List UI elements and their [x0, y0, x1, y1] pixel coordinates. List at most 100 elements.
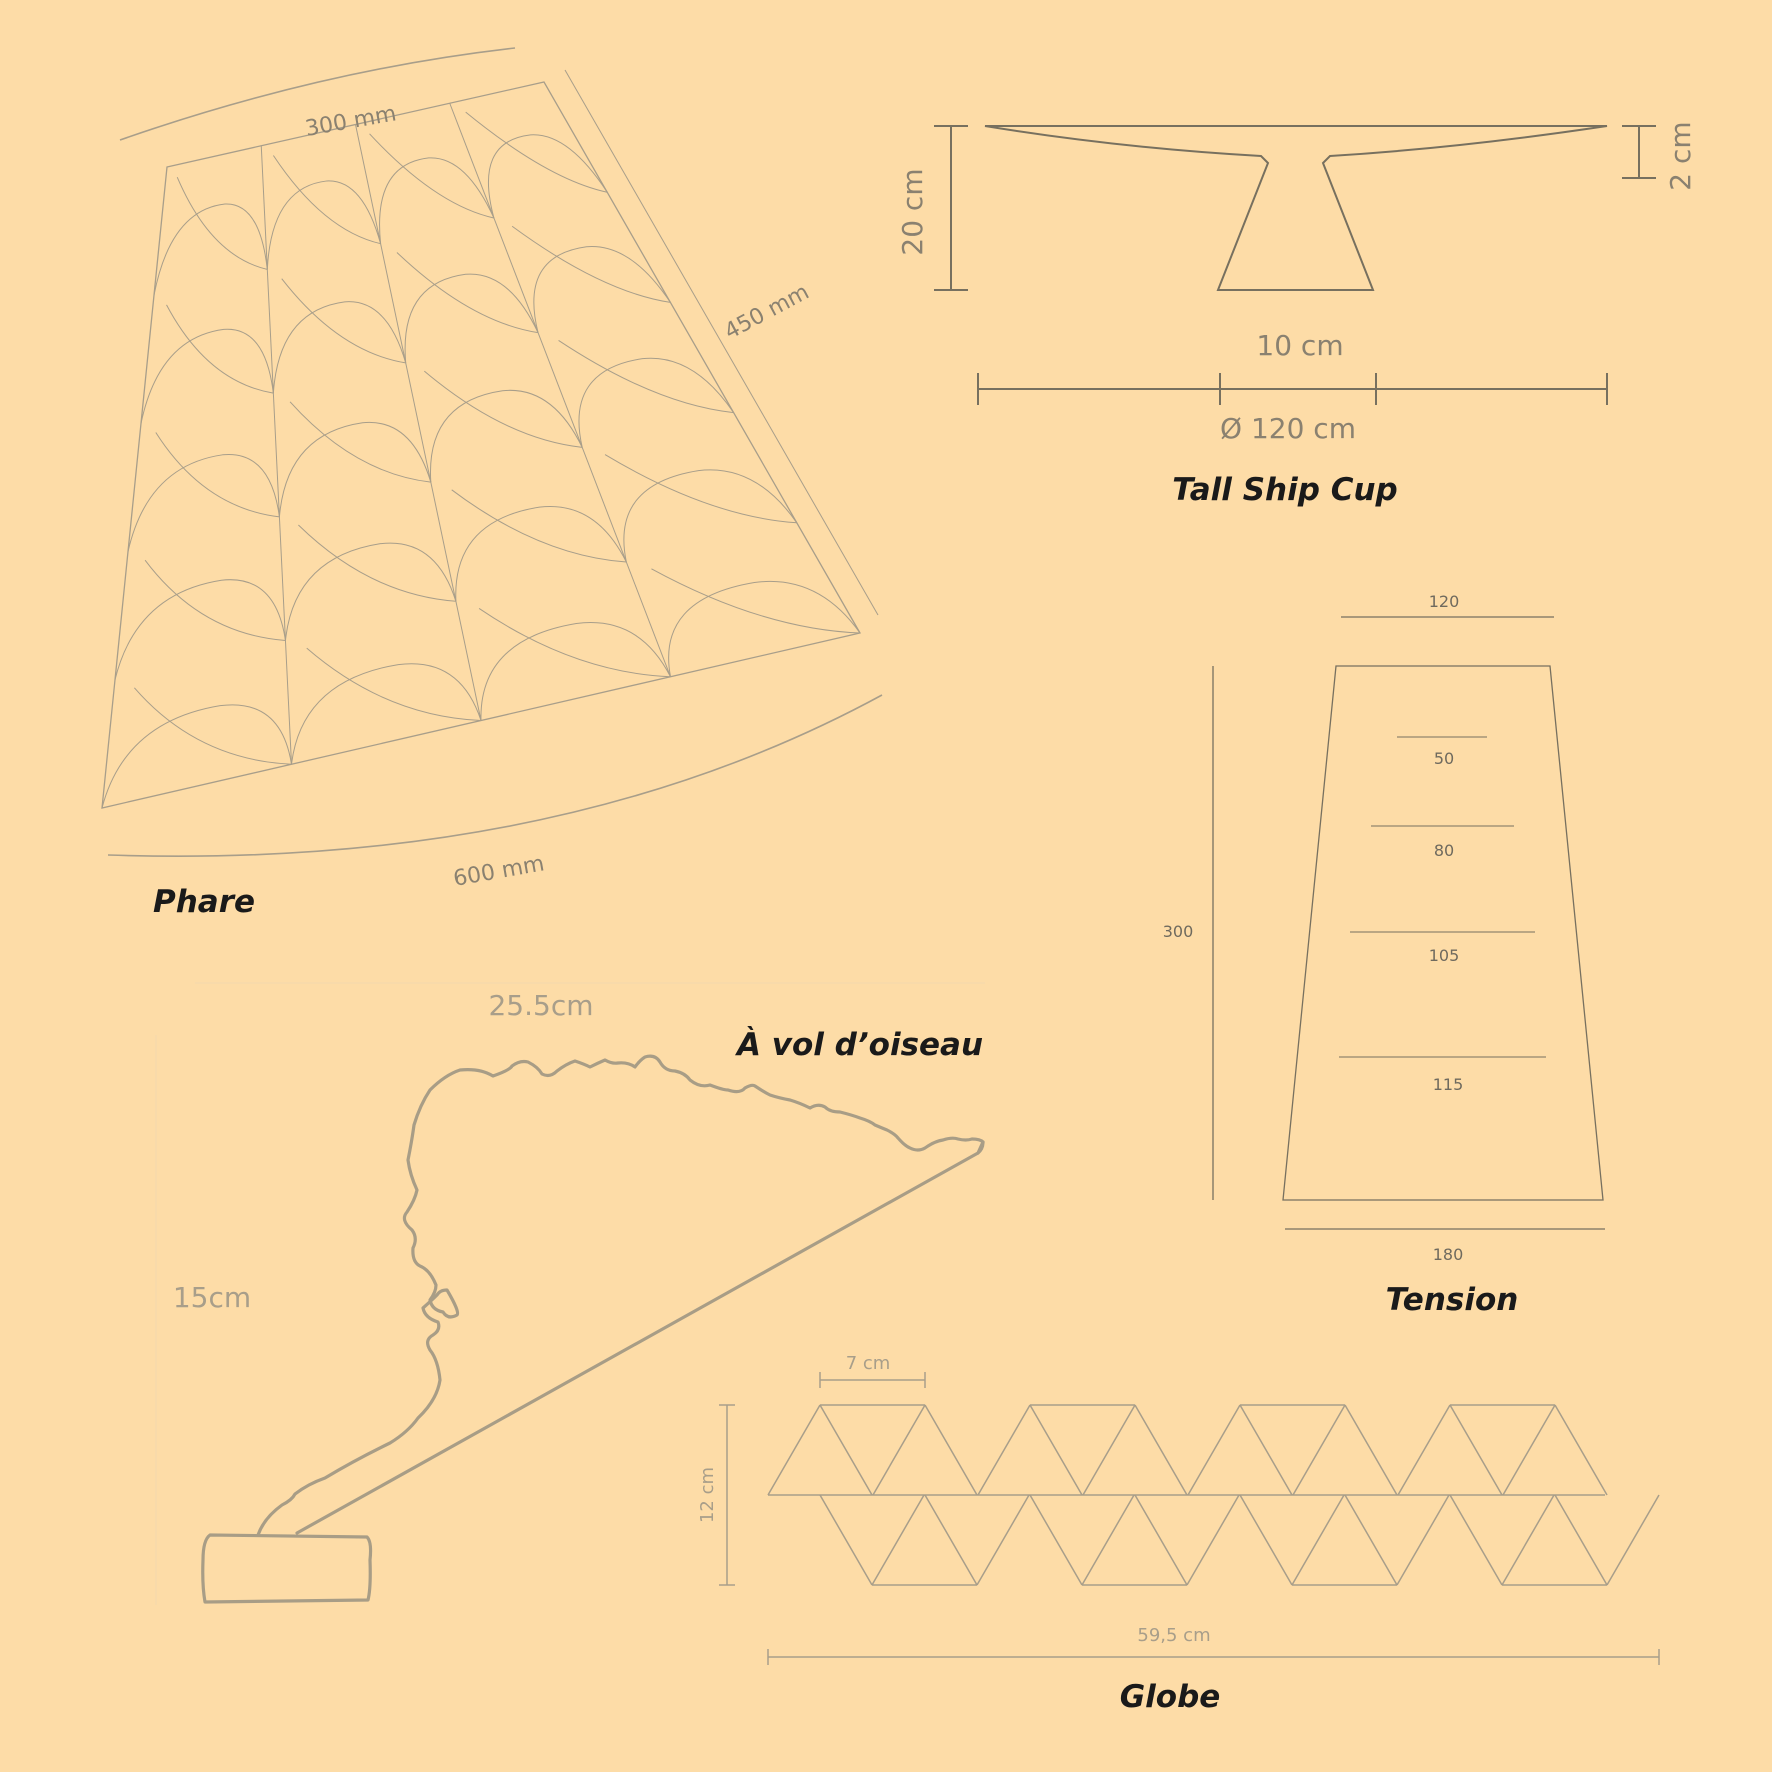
tension-trapezoid — [1282, 665, 1604, 1201]
phare-fin-curve — [396, 252, 539, 334]
globe-triangle-net — [767, 1404, 1660, 1586]
phare-fin — [284, 542, 457, 641]
vol-oiseau-drawing: 25.5cm 15cm À vol d’oiseau — [155, 982, 985, 1605]
phare-fin-curve — [604, 454, 797, 524]
globe-net-edge — [1292, 1404, 1346, 1496]
cup-dim-height: 20 cm — [896, 168, 929, 255]
globe-net-edge — [924, 1494, 978, 1586]
phare-fin-curve — [166, 304, 274, 394]
globe-net-edge — [1134, 1494, 1188, 1586]
globe-net-edge — [1501, 1494, 1555, 1586]
tension-title: Tension — [1386, 1282, 1519, 1318]
phare-fin-curve — [134, 687, 292, 765]
globe-net-edge — [924, 1404, 978, 1496]
phare-fin — [455, 505, 627, 602]
globe-net-edge — [1502, 1404, 1556, 1496]
globe-net-edge — [1344, 1494, 1398, 1586]
tension-drawing: 120 300 180 50 80 105 115 Tension — [1163, 592, 1605, 1318]
globe-net-edge — [1029, 1404, 1083, 1496]
tension-dim-top: 120 — [1429, 592, 1460, 611]
globe-net-edge — [1082, 1404, 1136, 1496]
coastline-silhouette — [256, 1054, 985, 1537]
phare-fin-curve — [651, 568, 861, 634]
phare-fin — [127, 454, 280, 552]
phare-fin-curve — [289, 401, 431, 483]
globe-net-edge — [767, 1404, 821, 1496]
phare-top-arc — [119, 47, 516, 141]
phare-fin — [266, 180, 382, 270]
phare-fin-curve — [478, 608, 671, 678]
globe-net-edge — [1449, 1404, 1503, 1496]
phare-fin — [272, 301, 407, 394]
globe-net-edge — [872, 1404, 926, 1496]
tension-level-1: 50 — [1434, 749, 1454, 768]
phare-bottom-arc — [107, 694, 883, 857]
phare-fin-curve — [298, 524, 456, 602]
globe-drawing: 7 cm 12 cm 59,5 cm Globe — [697, 1353, 1660, 1715]
phare-fin — [114, 579, 286, 680]
globe-net-edge — [871, 1494, 925, 1586]
vol-oiseau-dim-width: 25.5cm — [488, 989, 593, 1022]
phare-fin — [480, 622, 671, 721]
globe-dim-height: 12 cm — [697, 1467, 718, 1523]
globe-net-edge — [1554, 1494, 1608, 1586]
phare-fin-curve — [272, 155, 381, 245]
phare-fin-curve — [511, 225, 671, 303]
phare-fin — [278, 421, 432, 517]
phare-fin — [533, 246, 671, 333]
globe-net-edge — [1291, 1494, 1345, 1586]
phare-drawing: 300 mm 450 mm 600 mm Phare — [101, 47, 883, 920]
vol-oiseau-dim-height: 15cm — [173, 1281, 251, 1314]
phare-division-line — [449, 103, 671, 677]
phare-fin-curve — [423, 370, 583, 448]
cup-dim-diameter: Ø 120 cm — [1220, 412, 1356, 445]
cup-profile — [984, 125, 1608, 291]
phare-dim-top: 300 mm — [303, 101, 398, 142]
globe-net-edge — [1134, 1404, 1188, 1496]
phare-outline — [101, 81, 861, 809]
phare-fin-curve — [306, 647, 482, 721]
globe-net-edge — [1239, 1404, 1293, 1496]
globe-net-edge — [1186, 1494, 1240, 1586]
phare-dim-bottom: 600 mm — [451, 851, 546, 892]
phare-fin-curve — [155, 432, 280, 518]
globe-net-edge — [1606, 1494, 1660, 1586]
tall-ship-cup-drawing: 20 cm 2 cm 10 cm Ø 120 cm Tall Ship Cup — [896, 121, 1697, 508]
phare-fin — [429, 389, 583, 483]
phare-side-dim-line — [564, 69, 879, 616]
phare-fin — [487, 134, 608, 219]
globe-net-edge — [1344, 1404, 1398, 1496]
phare-fin — [379, 157, 495, 244]
cup-dim-rim: 2 cm — [1664, 121, 1697, 190]
phare-fin-pattern — [101, 103, 861, 809]
phare-fin — [140, 328, 274, 424]
phare-fin-curve — [451, 489, 627, 563]
globe-net-edge — [1187, 1404, 1241, 1496]
globe-net-edge — [819, 1404, 873, 1496]
globe-dim-width: 59,5 cm — [1137, 1625, 1210, 1646]
phare-fin — [153, 203, 268, 296]
tension-dim-height: 300 — [1163, 922, 1194, 941]
globe-net-edge — [976, 1494, 1030, 1586]
globe-net-edge — [1239, 1494, 1293, 1586]
phare-division-line — [355, 124, 482, 721]
globe-net-edge — [1554, 1404, 1608, 1496]
phare-fin — [668, 581, 861, 677]
vol-oiseau-title: À vol d’oiseau — [734, 1027, 983, 1063]
globe-net-edge — [1029, 1494, 1083, 1586]
phare-fin — [404, 273, 539, 363]
tension-level-4: 115 — [1433, 1075, 1464, 1094]
globe-dim-triangle: 7 cm — [846, 1353, 891, 1374]
globe-net-edge — [1449, 1494, 1503, 1586]
globe-net-edge — [1396, 1494, 1450, 1586]
phare-fin — [623, 469, 798, 563]
phare-fin-curve — [281, 278, 406, 364]
phare-division-line — [260, 145, 292, 765]
phare-fin-curve — [465, 111, 608, 193]
stand-block — [201, 1533, 373, 1604]
phare-fin — [101, 704, 292, 809]
phare-fin — [291, 663, 482, 765]
tension-level-2: 80 — [1434, 841, 1454, 860]
